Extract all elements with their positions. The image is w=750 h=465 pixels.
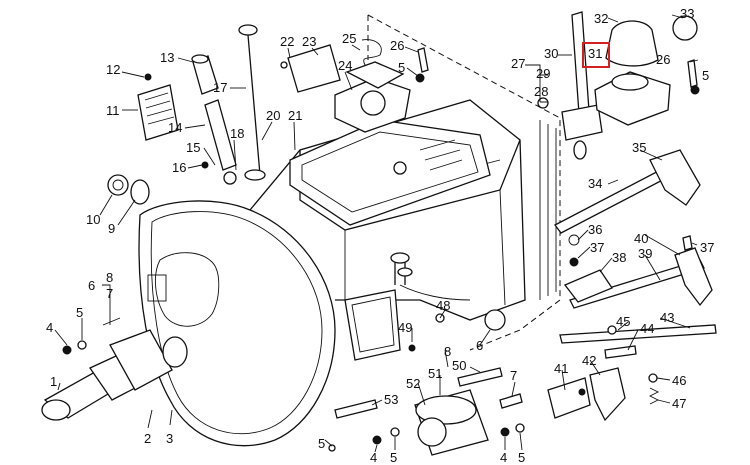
- callout-4b: 4: [370, 450, 377, 465]
- callout-5e: 5: [390, 450, 397, 465]
- callout-51: 51: [428, 366, 442, 381]
- bottom-parts: [328, 313, 525, 456]
- callout-5d: 5: [318, 436, 325, 451]
- callout-13: 13: [160, 50, 174, 65]
- callout-24: 24: [338, 58, 352, 73]
- callout-5c: 5: [702, 68, 709, 83]
- callout-4: 4: [46, 320, 53, 335]
- callout-35: 35: [632, 140, 646, 155]
- callout-45: 45: [616, 314, 630, 329]
- callout-26: 26: [390, 38, 404, 53]
- callout-5b: 5: [398, 60, 405, 75]
- callout-20: 20: [266, 108, 280, 123]
- left-parts: [62, 24, 266, 355]
- callout-52: 52: [406, 376, 420, 391]
- callout-26b: 26: [656, 52, 670, 67]
- shift-rails: [547, 149, 717, 422]
- gearbox-body: [249, 77, 526, 361]
- callout-6b: 6: [476, 338, 483, 353]
- callout-22: 22: [280, 34, 294, 49]
- callout-2: 2: [144, 431, 151, 446]
- callout-53: 53: [384, 392, 398, 407]
- callout-49: 49: [398, 320, 412, 335]
- input-shaft: [41, 329, 188, 421]
- callout-32: 32: [594, 11, 608, 26]
- callout-48: 48: [436, 298, 450, 313]
- callout-41: 41: [554, 361, 568, 376]
- callout-5: 5: [76, 305, 83, 320]
- callout-21: 21: [288, 108, 302, 123]
- callout-47: 47: [672, 396, 686, 411]
- leader-lines: [54, 14, 699, 453]
- callout-37: 37: [590, 240, 604, 255]
- callout-9: 9: [108, 221, 115, 236]
- callout-4c: 4: [500, 450, 507, 465]
- callout-43: 43: [660, 310, 674, 325]
- callout-46: 46: [672, 373, 686, 388]
- callout-5f: 5: [518, 450, 525, 465]
- callout-11: 11: [106, 103, 120, 118]
- callout-29: 29: [536, 66, 550, 81]
- callout-23: 23: [302, 34, 316, 49]
- callouts: 1 2 3 4 5 6 7 8 9 10 11 12 13 14 15 16 1…: [46, 6, 714, 465]
- callout-33: 33: [680, 6, 694, 21]
- callout-42: 42: [582, 353, 596, 368]
- callout-7b: 7: [510, 368, 517, 383]
- callout-27: 27: [511, 56, 525, 71]
- callout-16: 16: [172, 160, 186, 175]
- callout-1: 1: [50, 374, 57, 389]
- callout-12: 12: [106, 62, 120, 77]
- callout-15: 15: [186, 140, 200, 155]
- callout-17: 17: [213, 80, 227, 95]
- bell-housing: [138, 200, 336, 447]
- callout-6: 6: [88, 278, 95, 293]
- callout-25: 25: [342, 31, 356, 46]
- callout-28: 28: [534, 84, 548, 99]
- callout-37b: 37: [700, 240, 714, 255]
- callout-8b: 8: [444, 344, 451, 359]
- callout-38: 38: [612, 250, 626, 265]
- callout-40: 40: [634, 231, 648, 246]
- callout-14: 14: [168, 120, 182, 135]
- callout-31: 31: [588, 46, 602, 61]
- callout-39: 39: [638, 246, 652, 261]
- callout-10: 10: [86, 212, 100, 227]
- callout-18: 18: [230, 126, 244, 141]
- callout-3: 3: [166, 431, 173, 446]
- callout-7: 7: [106, 286, 113, 301]
- callout-44: 44: [640, 321, 654, 336]
- callout-50: 50: [452, 358, 466, 373]
- callout-31-highlight: [582, 42, 610, 68]
- callout-8: 8: [106, 270, 113, 285]
- callout-34: 34: [588, 176, 602, 191]
- callout-36: 36: [588, 222, 602, 237]
- callout-30: 30: [544, 46, 558, 61]
- housing-outline: [367, 14, 561, 351]
- shifter-assembly: [280, 11, 700, 160]
